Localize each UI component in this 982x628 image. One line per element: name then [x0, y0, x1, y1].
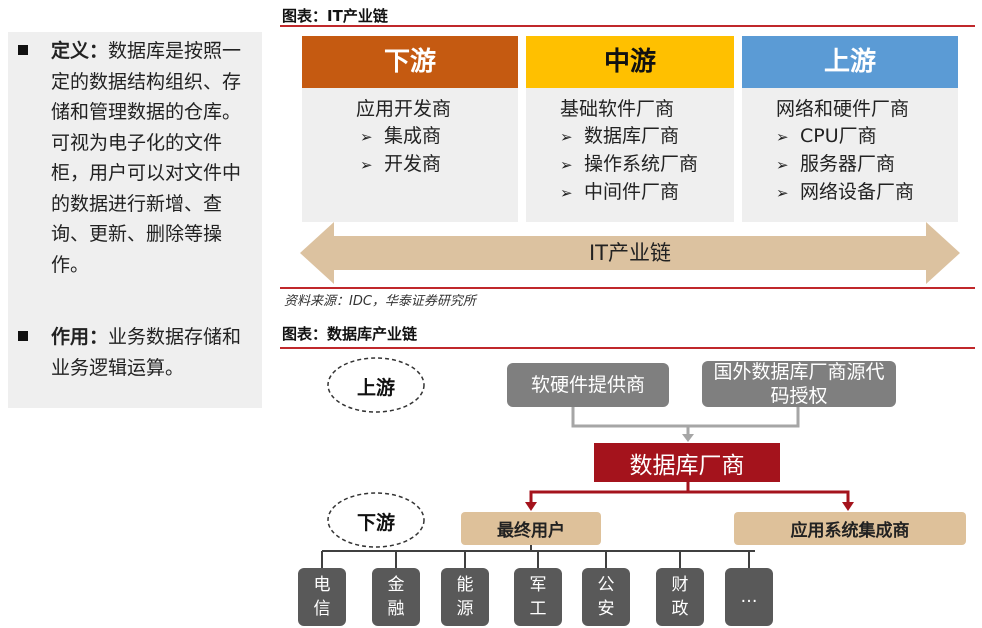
list-item: ➢中间件厂商: [560, 179, 734, 207]
sector-box: 财政: [656, 568, 704, 626]
downstream-lead: 应用开发商: [356, 98, 452, 120]
arrow-bullet-icon: ➢: [776, 184, 789, 202]
list-item: ➢集成商: [356, 123, 518, 151]
downstream-body: 应用开发商 ➢集成商 ➢开发商: [302, 88, 518, 222]
arrow-bullet-icon: ➢: [360, 156, 373, 174]
definition-panel: 定义：数据库是按照一定的数据结构组织、存储和管理数据的仓库。可视为电子化的文件柜…: [8, 32, 262, 408]
arrow-bullet-icon: ➢: [776, 128, 789, 146]
sector-box: 军工: [514, 568, 562, 626]
db-chain-top-rule: [280, 347, 975, 349]
it-chain-bottom-rule: [280, 287, 975, 289]
database-vendor-box: 数据库厂商: [594, 443, 780, 482]
it-chain-double-arrow: [300, 222, 960, 284]
list-item: ➢数据库厂商: [560, 123, 734, 151]
system-integrator-box: 应用系统集成商: [734, 512, 966, 545]
it-chain-top-rule: [280, 25, 975, 27]
definition-text: 数据库是按照一定的数据结构组织、存储和管理数据的仓库。可视为电子化的文件柜，用户…: [51, 40, 242, 276]
db-chain-title: 图表：数据库产业链: [282, 325, 418, 343]
sector-box: 能源: [441, 568, 489, 626]
source-note: 资料来源：IDC，华泰证券研究所: [284, 294, 476, 309]
vendor-split-line: [529, 490, 850, 502]
supplier-merge-line: [571, 407, 800, 428]
midstream-lead: 基础软件厂商: [560, 98, 675, 120]
upstream-body: 网络和硬件厂商 ➢CPU厂商 ➢服务器厂商 ➢网络设备厂商: [742, 88, 958, 222]
square-bullet-icon: [18, 331, 28, 341]
arrow-bullet-icon: ➢: [360, 128, 373, 146]
foreign-source-license-box: 国外数据库厂商源代码授权: [702, 361, 896, 407]
downstream-oval: [327, 492, 425, 548]
down-arrow-icon: [682, 434, 694, 442]
hardware-supplier-box: 软硬件提供商: [507, 363, 669, 407]
sector-drops: [321, 551, 750, 568]
it-chain-title: 图表：IT产业链: [282, 7, 388, 25]
sector-box: 金融: [372, 568, 420, 626]
it-column-upstream: 上游 网络和硬件厂商 ➢CPU厂商 ➢服务器厂商 ➢网络设备厂商: [742, 36, 958, 222]
midstream-header: 中游: [526, 36, 734, 88]
function-bullet: 作用：业务数据存储和业务逻辑运算。: [18, 322, 256, 383]
square-bullet-icon: [18, 45, 28, 55]
list-item: ➢服务器厂商: [776, 151, 958, 179]
sector-box: …: [725, 568, 773, 626]
arrow-bullet-icon: ➢: [776, 156, 789, 174]
double-arrow-shape: [300, 222, 960, 284]
arrow-bullet-icon: ➢: [560, 156, 573, 174]
sector-box: 公安: [582, 568, 630, 626]
downstream-label: 下游: [356, 512, 395, 534]
list-item: ➢CPU厂商: [776, 123, 958, 151]
arrow-bullet-icon: ➢: [560, 184, 573, 202]
down-arrow-icon: [842, 502, 854, 511]
downstream-header: 下游: [302, 36, 518, 88]
arrow-bullet-icon: ➢: [560, 128, 573, 146]
function-text: 业务数据存储和业务逻辑运算。: [51, 326, 242, 379]
upstream-header: 上游: [742, 36, 958, 88]
sector-box: 电信: [298, 568, 346, 626]
definition-label: 定义：: [51, 40, 109, 62]
end-user-box: 最终用户: [461, 512, 601, 545]
upstream-lead: 网络和硬件厂商: [776, 98, 910, 120]
down-arrow-icon: [525, 502, 537, 511]
list-item: ➢网络设备厂商: [776, 179, 958, 207]
it-chain-arrow-label: IT产业链: [588, 241, 672, 265]
list-item: ➢开发商: [356, 151, 518, 179]
definition-bullet: 定义：数据库是按照一定的数据结构组织、存储和管理数据的仓库。可视为电子化的文件柜…: [18, 36, 256, 280]
it-column-midstream: 中游 基础软件厂商 ➢数据库厂商 ➢操作系统厂商 ➢中间件厂商: [526, 36, 734, 222]
function-label: 作用：: [51, 326, 109, 348]
midstream-body: 基础软件厂商 ➢数据库厂商 ➢操作系统厂商 ➢中间件厂商: [526, 88, 734, 222]
upstream-oval: [327, 357, 425, 413]
list-item: ➢操作系统厂商: [560, 151, 734, 179]
upstream-label: 上游: [356, 377, 395, 399]
it-column-downstream: 下游 应用开发商 ➢集成商 ➢开发商: [302, 36, 518, 222]
